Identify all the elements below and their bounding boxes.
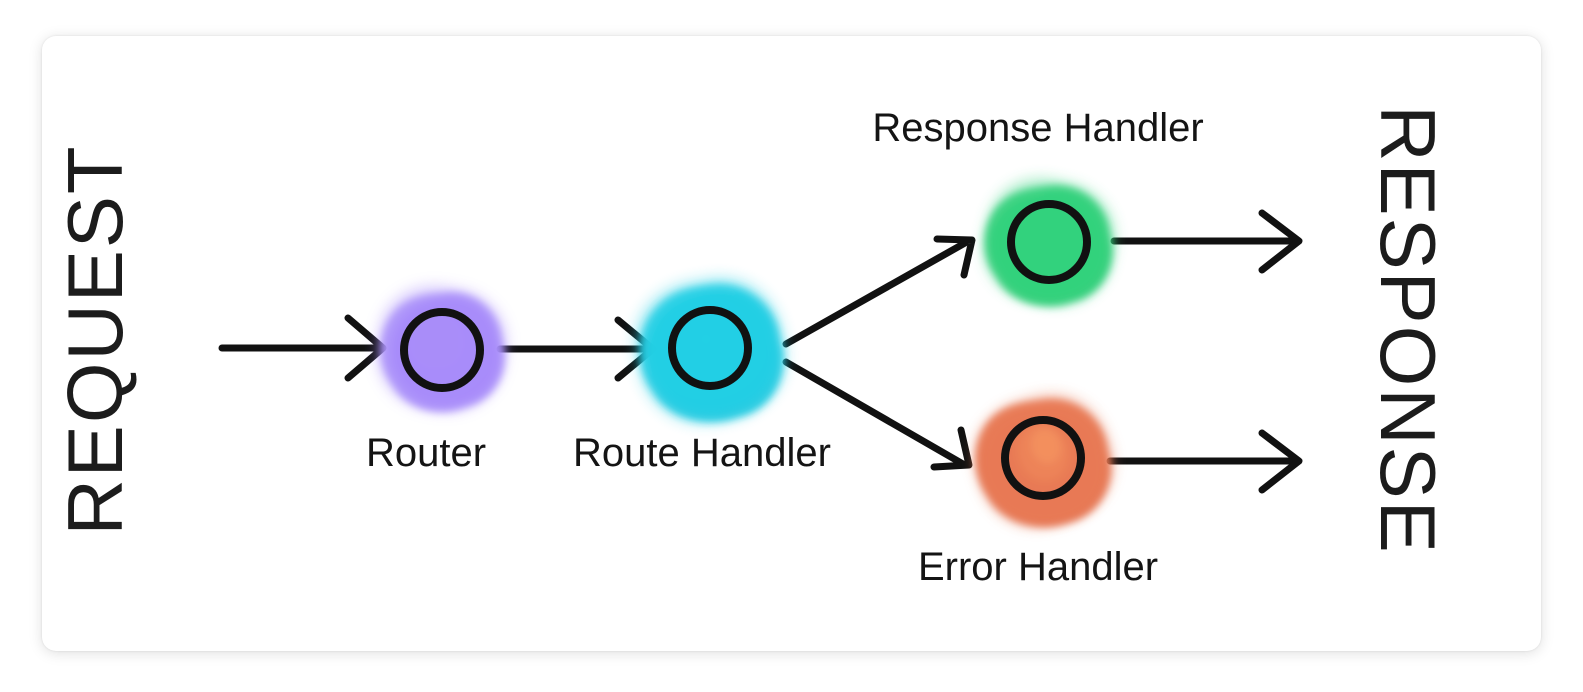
arrow-route-handler-to-error-handler (782, 358, 973, 471)
node-router[interactable] (365, 275, 518, 424)
request-label: REQUEST (51, 144, 139, 536)
node-label-route-handler: Route Handler (573, 431, 831, 475)
arrow-router-to-route-handler (496, 316, 657, 382)
arrow-error-handler-to-response (1106, 429, 1303, 494)
arrow-group (218, 209, 1303, 494)
node-label-response-handler: Response Handler (872, 106, 1204, 150)
arrow-request-to-router (218, 314, 387, 382)
node-response-handler[interactable] (971, 166, 1127, 317)
arrow-response-handler-to-response (1110, 209, 1303, 274)
response-handler-ring-icon (1007, 200, 1091, 284)
node-error-handler[interactable] (961, 380, 1127, 541)
node-label-router: Router (365, 431, 487, 475)
route-handler-blob (639, 284, 784, 422)
node-label-error-handler: Error Handler (917, 545, 1159, 589)
response-label: RESPONSE (1364, 105, 1452, 555)
route-handler-ring-icon (668, 306, 752, 390)
arrow-route-handler-to-response-handler (782, 235, 976, 348)
router-ring-icon (400, 308, 484, 392)
node-route-handler[interactable] (625, 267, 797, 434)
error-handler-ring-icon (1001, 416, 1085, 500)
